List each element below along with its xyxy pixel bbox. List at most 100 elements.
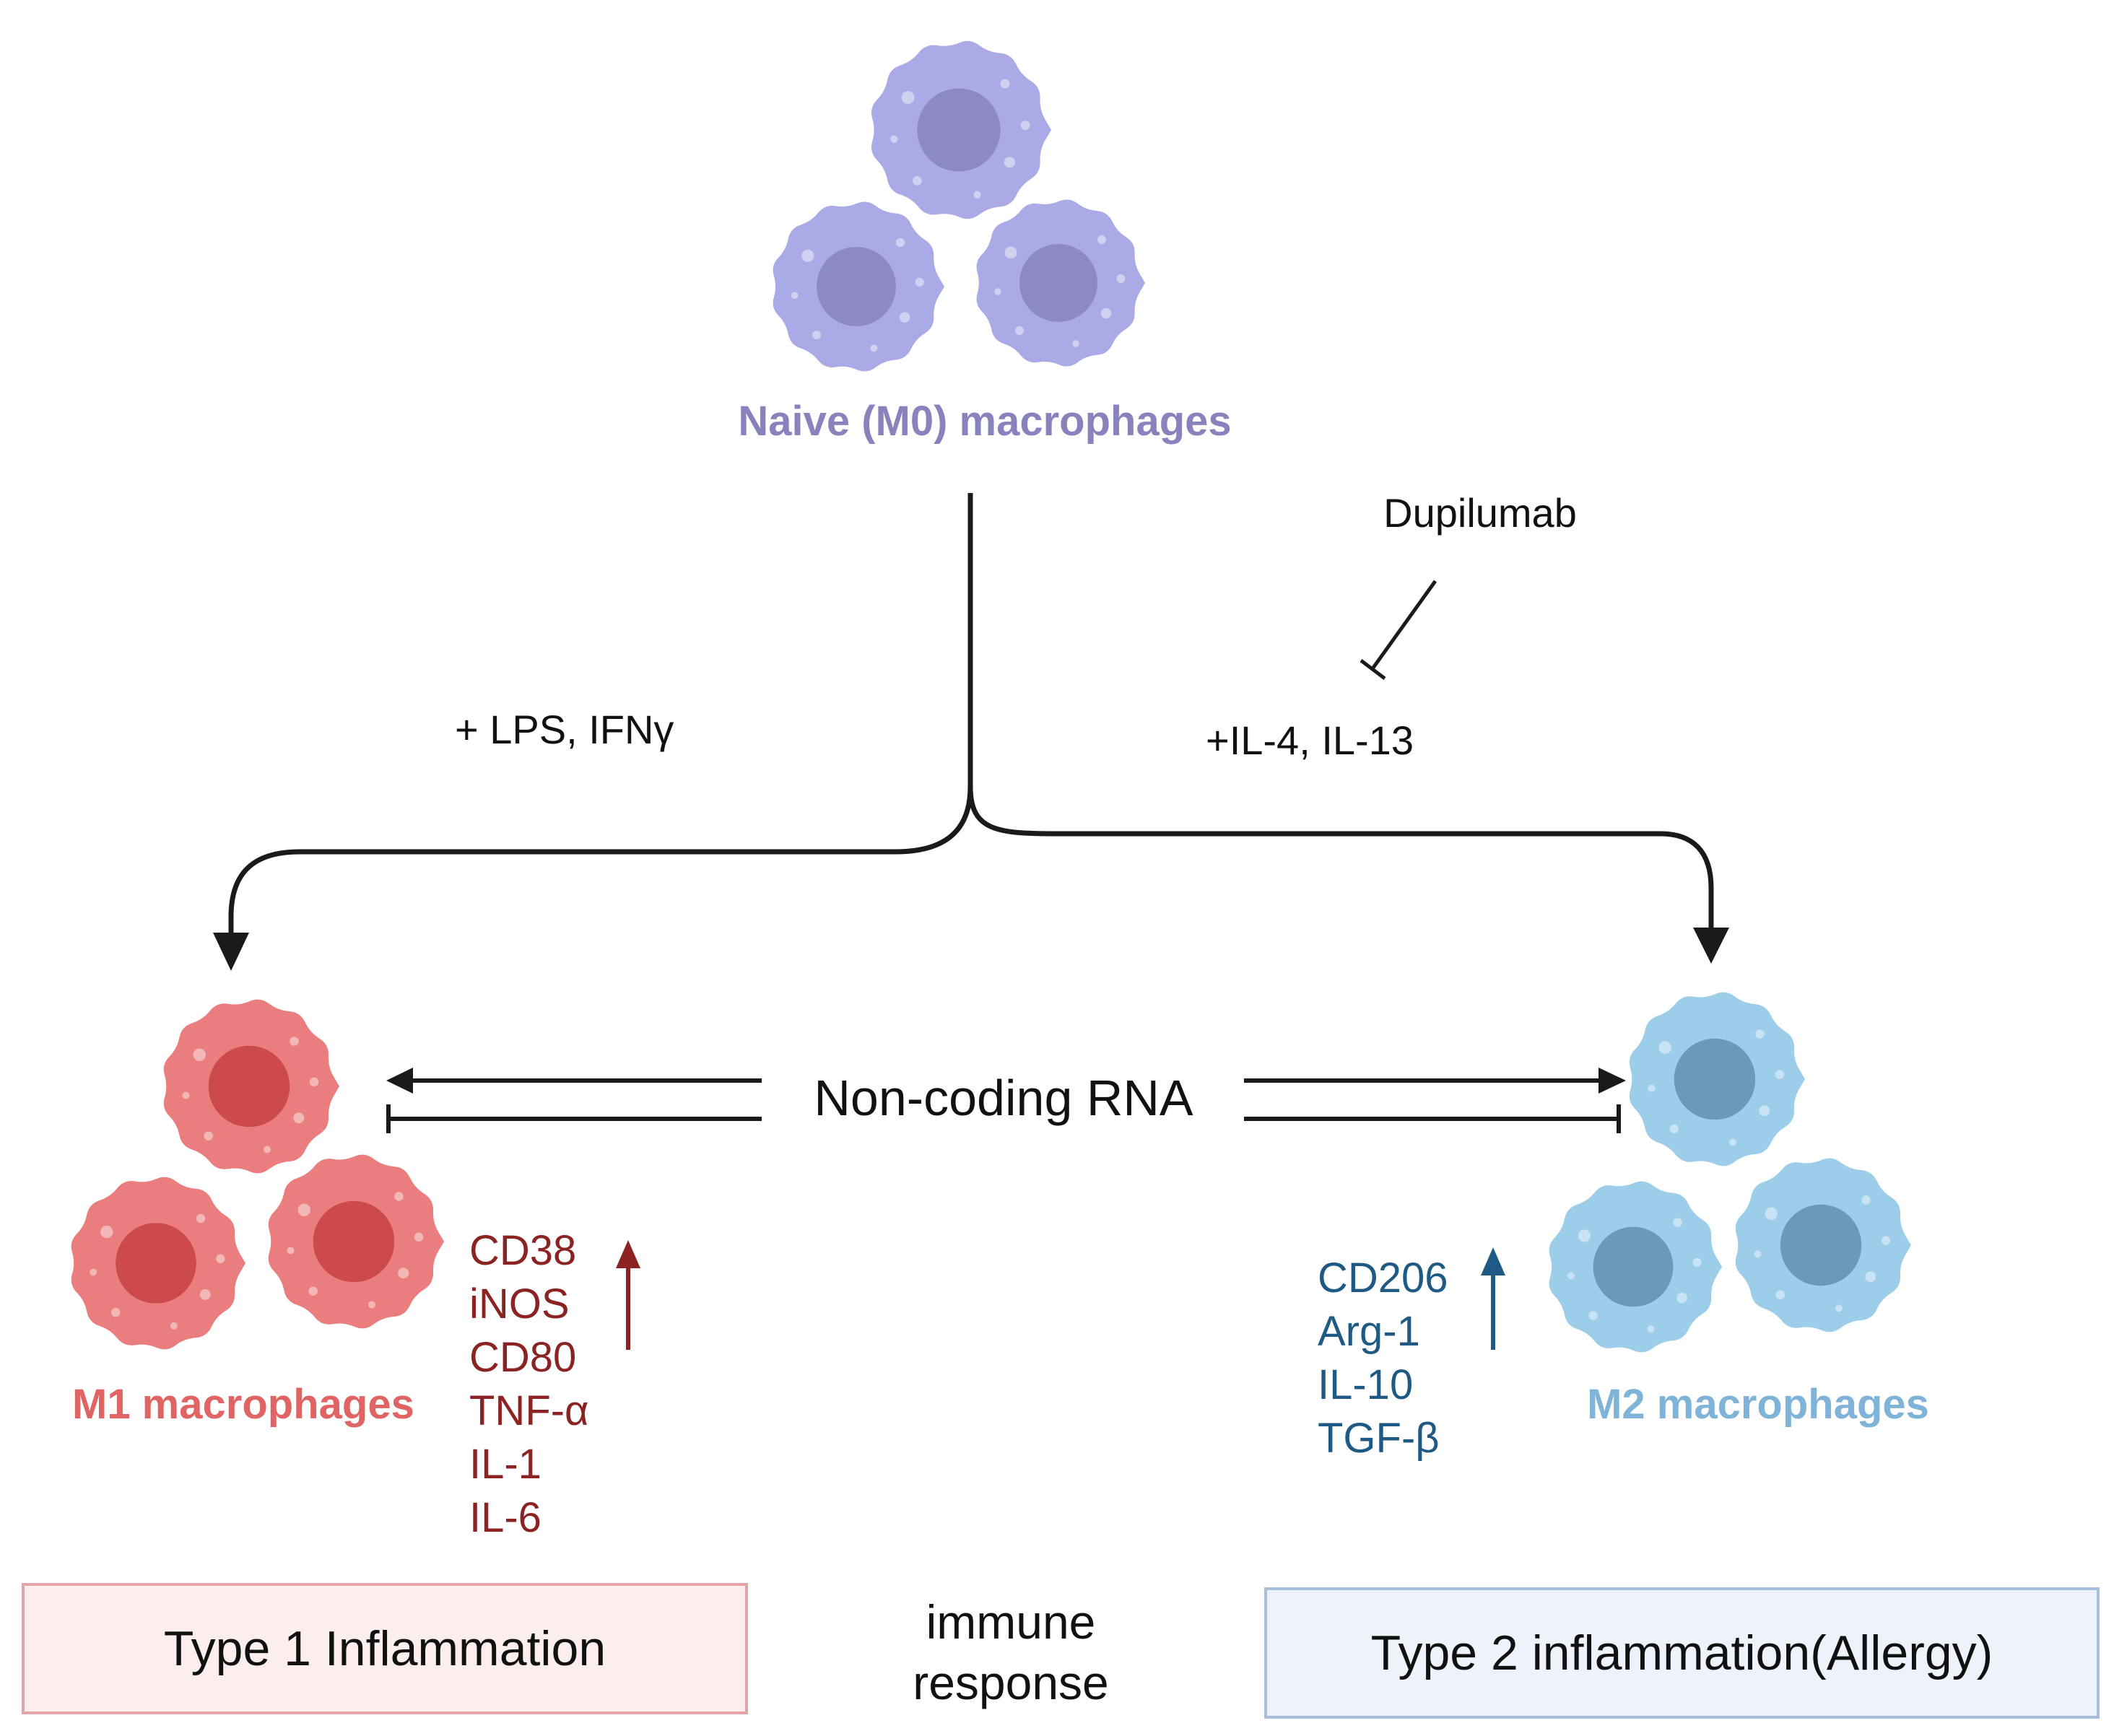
m2-cell-left-vesicle xyxy=(1692,1257,1702,1267)
m1-marker: IL-6 xyxy=(469,1494,541,1541)
m0-cell-right-vesicle xyxy=(1100,307,1112,319)
m2-cell-top-vesicle xyxy=(1648,1084,1656,1092)
m2-cell-right xyxy=(1735,1158,1911,1332)
m1-marker: iNOS xyxy=(469,1281,570,1327)
dupilumab-inhibit-bar xyxy=(1360,659,1386,680)
m2-cell-right-vesicle xyxy=(1775,1290,1785,1299)
m1-cell-right-vesicle xyxy=(287,1247,295,1255)
m2-cell-left-vesicle xyxy=(1588,1311,1598,1320)
m0-cell-top-vesicle xyxy=(1020,121,1030,131)
m2-cell-right-nucleus xyxy=(1780,1204,1862,1286)
m1-cell-left-vesicle xyxy=(111,1308,121,1317)
m2-marker: TGF-β xyxy=(1318,1415,1440,1462)
immune-response-line1: immune xyxy=(926,1595,1096,1649)
m1-cell-left-vesicle xyxy=(170,1322,178,1330)
m1-cell-right-vesicle xyxy=(308,1286,318,1296)
m1-cell-left xyxy=(71,1177,245,1350)
m2-cell-right-vesicle xyxy=(1765,1207,1778,1220)
immune-response-label: immune response xyxy=(866,1592,1155,1713)
m2-cell-top-vesicle xyxy=(1658,1041,1671,1054)
m0-cell-right-vesicle xyxy=(994,288,1001,295)
m0-cell-right-vesicle xyxy=(1072,340,1079,347)
m0-cell-top-vesicle xyxy=(890,135,898,143)
m0-cell-left-vesicle xyxy=(870,344,878,352)
arrowhead-m1 xyxy=(213,933,249,971)
m1-cell-left-vesicle xyxy=(196,1213,206,1224)
m2-marker: IL-10 xyxy=(1318,1361,1413,1408)
m2-cell-top xyxy=(1629,992,1805,1166)
type2-inflammation-box: Type 2 inflammation(Allergy) xyxy=(1264,1587,2100,1719)
m1-label: M1 macrophages xyxy=(72,1381,414,1428)
stimulus-m1-label: + LPS, IFNγ xyxy=(455,707,674,752)
dupilumab-label: Dupilumab xyxy=(1383,490,1577,536)
m1-up-arrowhead xyxy=(616,1240,640,1268)
m1-cell-right-vesicle xyxy=(394,1192,404,1201)
m2-marker: CD206 xyxy=(1318,1255,1448,1301)
m2-cell-left-nucleus xyxy=(1593,1226,1674,1307)
ncrna-left-arrowhead xyxy=(386,1068,413,1094)
type1-inflammation-label: Type 1 Inflammation xyxy=(163,1621,606,1676)
arrowhead-m2 xyxy=(1693,928,1729,964)
m1-cell-top-vesicle xyxy=(293,1112,305,1124)
m2-up-arrowhead xyxy=(1481,1247,1505,1275)
m0-cell-left-vesicle xyxy=(801,249,814,262)
m2-cell-left-vesicle xyxy=(1578,1229,1591,1242)
branch-to-m1 xyxy=(228,786,973,938)
m1-marker: TNF-α xyxy=(469,1387,589,1434)
m2-cell-left-vesicle xyxy=(1676,1292,1688,1304)
m0-cell-right-vesicle xyxy=(1116,274,1126,283)
type1-inflammation-box: Type 1 Inflammation xyxy=(22,1583,748,1714)
m1-cell-right xyxy=(268,1154,444,1329)
stimulus-m2-label: +IL-4, IL-13 xyxy=(1206,717,1414,763)
m0-cell-top-vesicle xyxy=(1004,157,1016,168)
m1-cell-right-nucleus xyxy=(313,1200,395,1283)
m1-cell-top-vesicle xyxy=(264,1146,271,1153)
m0-cell-right-nucleus xyxy=(1019,244,1097,322)
m0-cell-left xyxy=(773,201,944,372)
m2-cell-right-vesicle xyxy=(1861,1195,1871,1205)
ncrna-label: Non-coding RNA xyxy=(814,1070,1193,1126)
m1-cell-right-vesicle xyxy=(368,1301,375,1309)
m1-cell-top-vesicle xyxy=(204,1131,213,1140)
m1-marker: IL-1 xyxy=(469,1441,541,1488)
m2-cell-top-vesicle xyxy=(1759,1105,1770,1117)
m2-cell-right-vesicle xyxy=(1754,1250,1762,1258)
m1-cell-top-vesicle xyxy=(290,1037,299,1046)
m2-cell-right-vesicle xyxy=(1835,1304,1843,1312)
m2-marker: Arg-1 xyxy=(1318,1308,1420,1355)
m0-cell-right-vesicle xyxy=(1015,326,1024,335)
m0-cell-top-nucleus xyxy=(917,88,1001,172)
m2-cell-top-vesicle xyxy=(1755,1029,1765,1039)
m2-cell-right-vesicle xyxy=(1881,1236,1891,1245)
m1-marker: CD80 xyxy=(469,1334,576,1381)
m1-cell-right-vesicle xyxy=(297,1203,310,1216)
m2-cell-left-vesicle xyxy=(1673,1218,1682,1227)
m0-cell-top-vesicle xyxy=(1000,79,1010,89)
m1-cell-left-vesicle xyxy=(90,1268,97,1276)
type2-inflammation-label: Type 2 inflammation(Allergy) xyxy=(1370,1626,1993,1680)
immune-response-line2: response xyxy=(913,1656,1109,1709)
m2-cell-left xyxy=(1549,1181,1722,1353)
m1-cell-right-vesicle xyxy=(414,1232,424,1242)
m0-cell-top-vesicle xyxy=(973,191,981,199)
m0-cell-right xyxy=(976,199,1145,367)
m2-cell-right-vesicle xyxy=(1865,1271,1876,1283)
naive-label: Naive (M0) macrophages xyxy=(738,398,1231,445)
m0-cell-left-vesicle xyxy=(895,237,905,248)
m0-cell-top-vesicle xyxy=(901,91,915,105)
m0-cell-left-vesicle xyxy=(899,312,910,323)
m1-cell-right-vesicle xyxy=(398,1268,409,1279)
m1-cell-top xyxy=(163,999,339,1174)
m1-cell-top-vesicle xyxy=(309,1077,319,1086)
m1-cell-left-vesicle xyxy=(216,1254,225,1264)
m1-cell-top-vesicle xyxy=(182,1091,190,1099)
m0-cell-top xyxy=(871,40,1051,219)
m1-cell-left-vesicle xyxy=(100,1225,113,1239)
m0-cell-left-vesicle xyxy=(812,331,822,340)
m2-cell-top-nucleus xyxy=(1674,1038,1756,1120)
m1-marker: CD38 xyxy=(469,1227,576,1274)
m2-cell-top-vesicle xyxy=(1775,1070,1785,1079)
